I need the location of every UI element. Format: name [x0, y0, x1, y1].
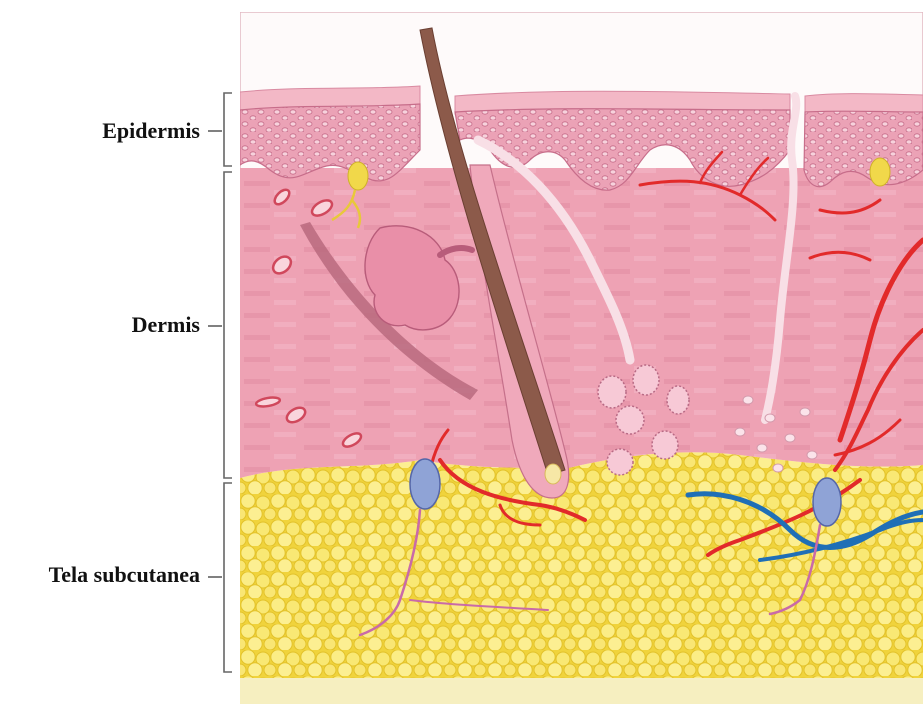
hair-papilla [545, 464, 561, 484]
label-epidermis: Epidermis [102, 118, 200, 143]
layer-labels: Epidermis Dermis Tela subcutanea [49, 93, 232, 672]
meissner-corpuscle-right [870, 158, 890, 186]
pacinian-corpuscle-right [813, 478, 841, 526]
bracket-epidermis [224, 93, 232, 166]
skin-illustration [240, 12, 923, 704]
label-dermis: Dermis [132, 312, 201, 337]
deep-fascia-band [240, 675, 923, 704]
bracket-dermis [224, 172, 232, 478]
label-tela-subcutanea: Tela subcutanea [49, 562, 200, 587]
dermis-layer [240, 168, 923, 478]
epidermis-cell-layer-right [804, 111, 923, 187]
pacinian-corpuscle-left [410, 459, 440, 509]
bracket-subcutis [224, 483, 232, 672]
